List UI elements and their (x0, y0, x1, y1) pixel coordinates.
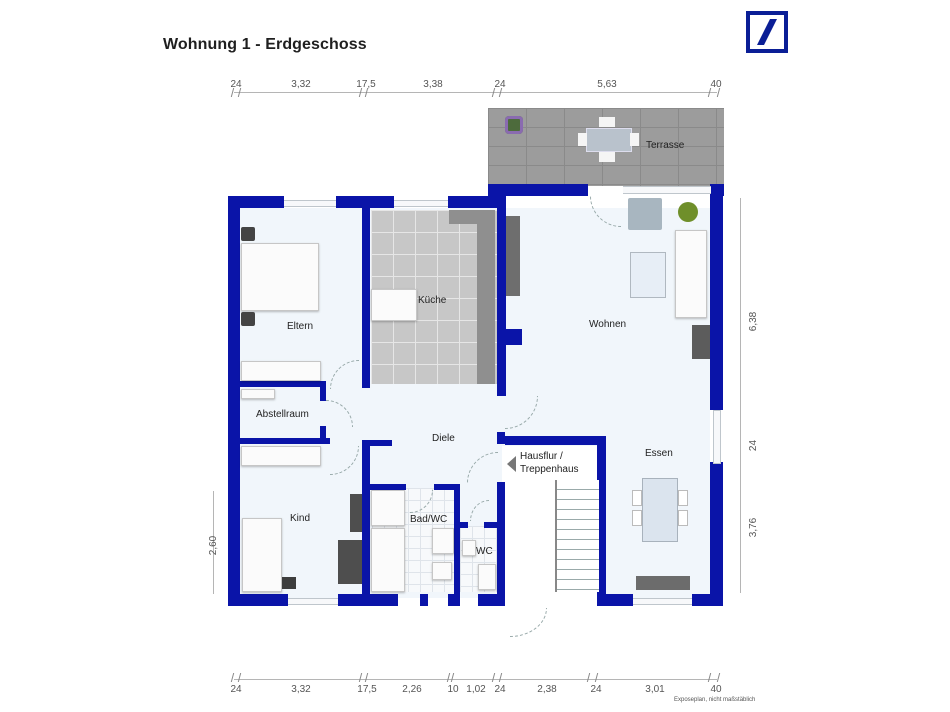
dining-table (642, 478, 678, 542)
staircase (555, 480, 599, 592)
dim-bottom-2: 17,5 (357, 684, 377, 695)
window (288, 598, 338, 605)
dim-top-2: 17,5 (356, 79, 376, 90)
page-title: Wohnung 1 - Erdgeschoss (163, 36, 367, 53)
dim-right-0: 6,38 (748, 311, 760, 332)
room-label-terrasse: Terrasse (646, 140, 685, 151)
dining-chair (678, 510, 688, 526)
hausflur-line1: Hausflur / (520, 451, 563, 462)
dining-table-kitchen (371, 289, 417, 321)
wardrobe-kind (241, 446, 321, 466)
dim-bottom-1: 3,32 (291, 684, 311, 695)
dim-bottom-9: 3,01 (645, 684, 665, 695)
scale-note: Exposeplan, nicht maßstäblich (674, 697, 756, 703)
wardrobe (241, 361, 321, 381)
single-bed (242, 518, 282, 592)
dim-bottom-7: 2,38 (537, 684, 557, 695)
sink (432, 528, 454, 554)
sofa (675, 230, 707, 318)
wc-sink (462, 540, 476, 556)
dim-right-2: 3,76 (748, 517, 760, 538)
room-label-essen: Essen (645, 448, 673, 459)
flower-pot-icon (505, 116, 523, 134)
arrow-left-icon (507, 456, 516, 472)
terrace-chair (599, 117, 615, 127)
terrace-chair (578, 133, 587, 146)
plant-icon (678, 202, 698, 222)
dim-top-0: 24 (230, 79, 242, 90)
deutsche-bank-logo-icon (746, 11, 788, 53)
nightstand (282, 577, 296, 589)
shower (371, 490, 405, 526)
shelf-kind (350, 494, 362, 532)
coffee-table (630, 252, 666, 298)
tv-unit (506, 216, 520, 296)
bathtub (371, 528, 405, 592)
nightstand (241, 227, 255, 241)
dim-bottom-8: 24 (590, 684, 602, 695)
window (284, 200, 336, 207)
desk (338, 540, 362, 584)
window (633, 598, 692, 605)
kitchen-floor (371, 210, 497, 384)
dim-top-6: 40 (710, 79, 722, 90)
terrace-table (586, 128, 632, 152)
window (623, 186, 711, 194)
dim-bottom-10: 40 (710, 684, 722, 695)
dim-top-3: 3,38 (423, 79, 443, 90)
room-label-kueche: Küche (418, 295, 447, 306)
dim-right-1: 24 (748, 439, 760, 452)
dining-chair (632, 490, 642, 506)
room-label-wohnen: Wohnen (589, 319, 627, 330)
door-entrance[interactable] (510, 608, 547, 637)
room-label-abstellraum: Abstellraum (256, 409, 309, 420)
window (394, 200, 448, 207)
kitchen-counter (449, 210, 495, 224)
dining-chair (632, 510, 642, 526)
wc-toilet (478, 564, 496, 590)
kitchen-counter (477, 224, 495, 384)
dining-chair (678, 490, 688, 506)
dim-bottom-3: 2,26 (402, 684, 422, 695)
double-bed (241, 243, 319, 311)
dim-bottom-4: 10 (447, 684, 459, 695)
side-cabinet (692, 325, 710, 359)
dim-top-4: 24 (494, 79, 506, 90)
sideboard (636, 576, 690, 590)
room-label-hausflur: Hausflur / Treppenhaus (520, 450, 579, 476)
dim-top-5: 5,63 (597, 79, 617, 90)
window (713, 410, 721, 464)
dim-top-1: 3,32 (291, 79, 311, 90)
toilet (432, 562, 452, 580)
room-label-bad: Bad/WC (410, 514, 448, 525)
hausflur-line2: Treppenhaus (520, 464, 579, 475)
room-label-wc: WC (476, 546, 493, 557)
terrace-chair (630, 133, 639, 146)
dim-left-0: 2,60 (208, 535, 220, 556)
shelf (241, 389, 275, 399)
armchair (628, 198, 662, 230)
nightstand (241, 312, 255, 326)
dim-bottom-6: 24 (494, 684, 506, 695)
dim-bottom-5: 1,02 (466, 684, 486, 695)
room-label-diele: Diele (432, 433, 455, 444)
dim-bottom-0: 24 (230, 684, 242, 695)
room-label-kind: Kind (290, 513, 311, 524)
room-label-eltern: Eltern (287, 321, 314, 332)
terrace-chair (599, 152, 615, 162)
